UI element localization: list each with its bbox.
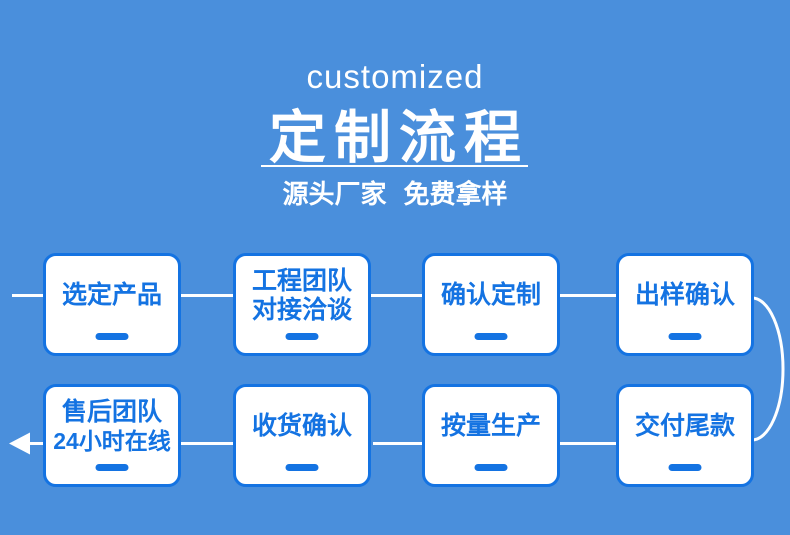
step-confirm-customization: 确认定制 (422, 253, 560, 356)
step-label: 出样确认 (635, 281, 735, 310)
title-underline (261, 165, 528, 167)
subtitle: 源头厂家 免费拿样 (0, 174, 790, 211)
dash-icon (474, 333, 508, 340)
step-label: 按量生产 (441, 412, 541, 441)
step-text: 出样确认 (634, 281, 735, 309)
dash-icon (95, 464, 129, 471)
step-text: 确认定制 (440, 281, 541, 309)
arrow-left-icon (9, 432, 30, 455)
step-label: 收货确认 (252, 412, 352, 441)
step-text: 收货确认 (251, 412, 352, 440)
dash-icon (285, 464, 319, 471)
step-label: 选定产品 (62, 281, 162, 310)
subtitle-right: 免费拿样 (403, 179, 508, 209)
step-text: 对接洽谈 (251, 295, 352, 324)
subtitle-left: 源头厂家 (282, 179, 387, 209)
step-text: 24小时在线 (53, 427, 171, 454)
step-text: 售后团队 (61, 397, 162, 426)
step-label: 工程团队 对接洽谈 (252, 267, 352, 325)
step-text: 交付尾款 (634, 412, 735, 440)
flow-curve-right (751, 296, 785, 442)
step-label: 确认定制 (441, 281, 541, 310)
step-pay-balance: 交付尾款 (616, 384, 754, 487)
step-select-product: 选定产品 (43, 253, 181, 356)
step-text: 工程团队 (251, 266, 352, 295)
page-title: 定制流程 (269, 106, 529, 170)
dash-icon (95, 333, 129, 340)
dash-icon (474, 464, 508, 471)
step-sample-confirmation: 出样确认 (616, 253, 754, 356)
step-label: 交付尾款 (635, 412, 735, 441)
step-text: 选定产品 (61, 281, 162, 309)
step-receipt-confirmation: 收货确认 (233, 384, 371, 487)
eyebrow-text: customized (306, 58, 484, 95)
dash-icon (668, 464, 702, 471)
step-text: 按量生产 (440, 412, 541, 440)
dash-icon (285, 333, 319, 340)
step-production-by-quantity: 按量生产 (422, 384, 560, 487)
step-aftersales-team: 售后团队 24小时在线 (43, 384, 181, 487)
step-engineering-team: 工程团队 对接洽谈 (233, 253, 371, 356)
step-label: 售后团队 24小时在线 (53, 398, 171, 456)
dash-icon (668, 333, 702, 340)
